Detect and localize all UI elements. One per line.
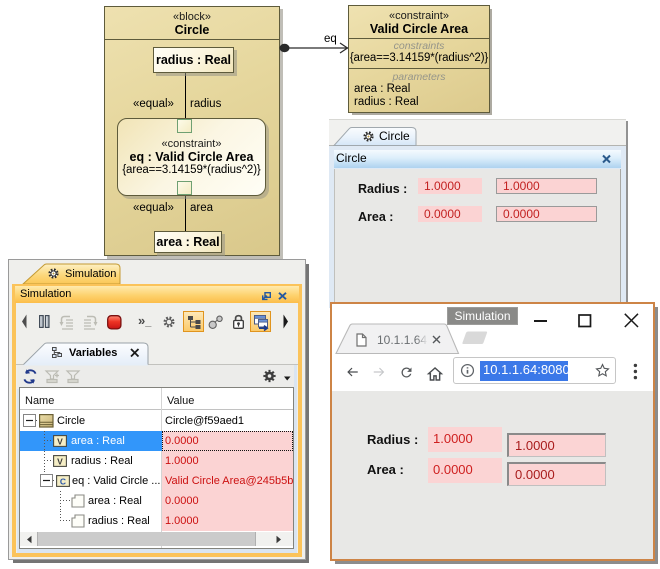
svg-text:C: C [60, 476, 66, 486]
svg-text:V: V [57, 436, 63, 446]
svg-text:V: V [57, 456, 63, 466]
